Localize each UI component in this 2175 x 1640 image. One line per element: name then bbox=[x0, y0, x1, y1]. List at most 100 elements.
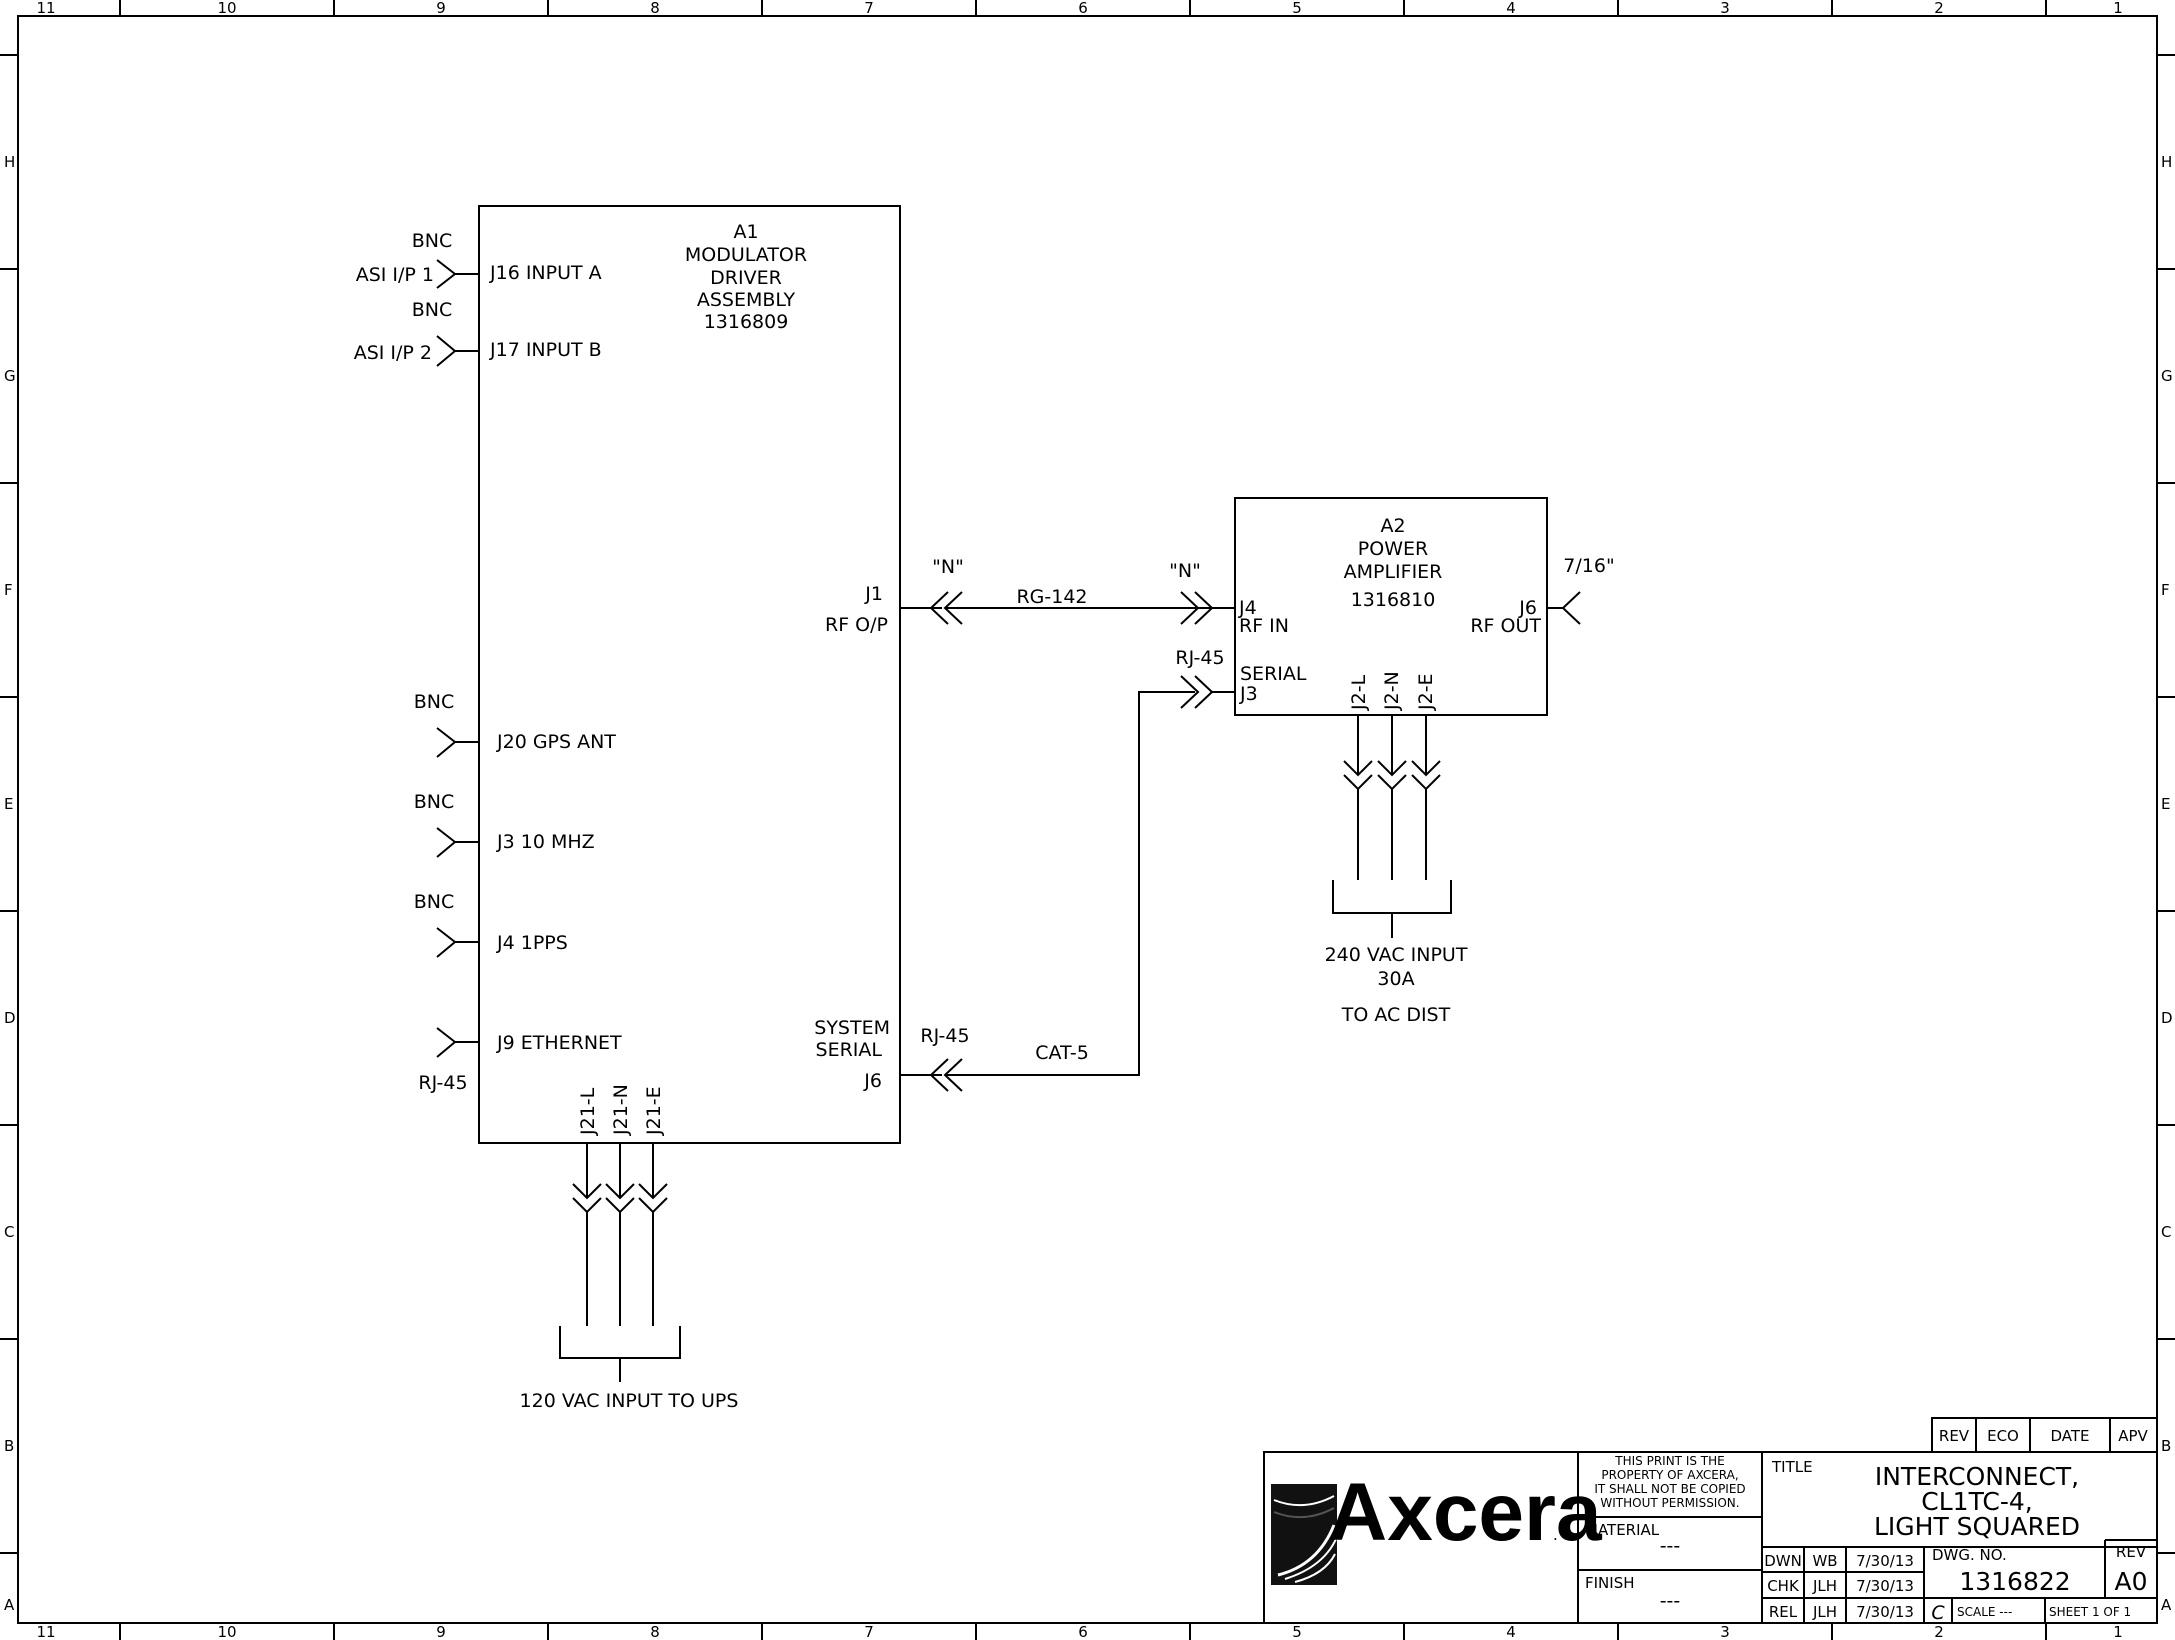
zone-letter: G bbox=[4, 367, 16, 385]
n-connector-label: "N" bbox=[932, 556, 964, 578]
zone-letter: E bbox=[2161, 795, 2170, 813]
zone-letter: F bbox=[4, 581, 13, 599]
rj45-label: RJ-45 bbox=[418, 1072, 467, 1094]
n-connector-label: "N" bbox=[1169, 560, 1201, 582]
zone-letter: G bbox=[2161, 367, 2173, 385]
ac-240-input-label: 240 VAC INPUT bbox=[1325, 944, 1468, 966]
material-label: MATERIAL bbox=[1585, 1521, 1660, 1539]
property-notice: THIS PRINT IS THE PROPERTY OF AXCERA, IT… bbox=[1594, 1454, 1745, 1510]
a2-title-line: 1316810 bbox=[1351, 589, 1436, 611]
a2-power-pin-label: J2-N bbox=[1381, 671, 1403, 711]
sign-date: 7/30/13 bbox=[1856, 1552, 1914, 1570]
zone-letter: B bbox=[2161, 1437, 2171, 1455]
a1-j6-label: J6 bbox=[863, 1070, 882, 1092]
zone-number: 10 bbox=[217, 0, 236, 17]
zone-letter: E bbox=[4, 795, 13, 813]
a1-title-line: 1316809 bbox=[704, 311, 789, 333]
a1-system-label: SYSTEM bbox=[814, 1017, 890, 1039]
a2-title-line: A2 bbox=[1380, 515, 1405, 537]
a1-modulator-block: A1 MODULATOR DRIVER ASSEMBLY 1316809 J16… bbox=[478, 205, 901, 1144]
axcera-logo: Axcera . bbox=[1271, 1467, 1603, 1585]
a2-power-pin-label: J2-E bbox=[1415, 673, 1437, 711]
zone-number: 3 bbox=[1720, 1623, 1730, 1640]
title-block: REV ECO DATE APV bbox=[1263, 1417, 2158, 1624]
serial-cable-cat5: RJ-45 CAT-5 RJ-45 bbox=[900, 647, 1235, 1092]
svg-text:IT SHALL NOT BE COPIED: IT SHALL NOT BE COPIED bbox=[1594, 1482, 1745, 1496]
scale-label: SCALE --- bbox=[1957, 1605, 2012, 1619]
dwg-no-label: DWG. NO. bbox=[1932, 1546, 2007, 1564]
a1-j4-label: J4 1PPS bbox=[496, 932, 568, 954]
initials: JLH bbox=[1812, 1603, 1837, 1621]
a1-power-pin-label: J21-N bbox=[610, 1084, 632, 1136]
sign-date: 7/30/13 bbox=[1856, 1577, 1914, 1595]
zone-letter: B bbox=[4, 1437, 14, 1455]
bnc-connector-j4 bbox=[436, 927, 479, 958]
zone-letter: H bbox=[4, 153, 15, 171]
bottom-zone-ticks bbox=[119, 1623, 2047, 1640]
a1-title-line: DRIVER bbox=[710, 267, 782, 289]
zone-number: 6 bbox=[1078, 1623, 1088, 1640]
a2-title-line: AMPLIFIER bbox=[1344, 561, 1443, 583]
bnc-label: BNC bbox=[412, 299, 453, 321]
zone-number: 2 bbox=[1934, 1623, 1944, 1640]
zone-letter: A bbox=[4, 1596, 15, 1614]
finish-value: --- bbox=[1660, 1590, 1681, 1612]
rj45-connector-j9 bbox=[436, 1027, 479, 1058]
a1-j20-label: J20 GPS ANT bbox=[496, 731, 616, 753]
zone-number: 1 bbox=[2113, 1623, 2123, 1640]
bnc-connector-j3 bbox=[436, 827, 479, 858]
sheet-count: SHEET 1 OF 1 bbox=[2049, 1605, 2131, 1619]
drawing-title-line: LIGHT SQUARED bbox=[1874, 1512, 2080, 1541]
date-header: DATE bbox=[2050, 1427, 2089, 1445]
sign-date: 7/30/13 bbox=[1856, 1603, 1914, 1621]
a1-power-connectors: 120 VAC INPUT TO UPS bbox=[520, 1143, 739, 1412]
zone-number: 5 bbox=[1292, 0, 1302, 17]
zone-letter: D bbox=[2161, 1009, 2173, 1027]
company-trademark-dot: . bbox=[1553, 1526, 1558, 1544]
a1-j16-label: J16 INPUT A bbox=[489, 262, 602, 284]
ac-120-input-label: 120 VAC INPUT TO UPS bbox=[520, 1390, 739, 1412]
right-zone-letters: H G F E D C B A bbox=[2161, 153, 2173, 1614]
a1-j9-label: J9 ETHERNET bbox=[496, 1032, 622, 1054]
zone-number: 7 bbox=[864, 1623, 874, 1640]
material-value: --- bbox=[1660, 1535, 1681, 1557]
initials: WB bbox=[1812, 1552, 1837, 1570]
top-zone-ticks bbox=[119, 0, 2047, 16]
a2-power-pin-label: J2-L bbox=[1348, 674, 1370, 711]
a1-j3-label: J3 10 MHZ bbox=[496, 831, 595, 853]
drawing-title-line: CL1TC-4, bbox=[1921, 1487, 2032, 1516]
role-label: CHK bbox=[1767, 1577, 1800, 1595]
logo-swirl-emblem bbox=[1271, 1484, 1337, 1585]
a1-rf-op-label: RF O/P bbox=[825, 614, 888, 636]
cat5-label: CAT-5 bbox=[1035, 1042, 1089, 1064]
drawing-number: 1316822 bbox=[1959, 1567, 2070, 1596]
a2-serial-label: SERIAL bbox=[1240, 663, 1307, 685]
zone-number: 4 bbox=[1506, 1623, 1516, 1640]
a2-rf-out-label: RF OUT bbox=[1470, 615, 1541, 637]
rf-out-connector-7-16: 7/16" bbox=[1547, 555, 1615, 625]
left-zone-letters: H G F E D C B A bbox=[4, 153, 16, 1614]
asi-input-2-label: ASI I/P 2 bbox=[354, 342, 432, 364]
ac-240-destination-label: TO AC DIST bbox=[1341, 1004, 1451, 1026]
zone-number: 3 bbox=[1720, 0, 1730, 17]
a2-power-amplifier-block: A2 POWER AMPLIFIER 1316810 J4 RF IN J6 R… bbox=[1234, 497, 1548, 716]
bnc-label: BNC bbox=[414, 691, 455, 713]
bnc-label: BNC bbox=[412, 230, 453, 252]
role-label: DWN bbox=[1764, 1552, 1802, 1570]
zone-number: 10 bbox=[217, 1623, 236, 1640]
bnc-connector-j20 bbox=[436, 727, 479, 758]
rf-cable-rg142: "N" RG-142 "N" bbox=[900, 556, 1235, 625]
bnc-label: BNC bbox=[414, 891, 455, 913]
rev-header: REV bbox=[1939, 1427, 1970, 1445]
a1-j1-label: J1 bbox=[864, 583, 883, 605]
zone-number: 2 bbox=[1934, 0, 1944, 17]
initials: JLH bbox=[1812, 1577, 1837, 1595]
zone-letter: C bbox=[2161, 1223, 2171, 1241]
zone-letter: A bbox=[2161, 1596, 2172, 1614]
zone-letter: C bbox=[4, 1223, 14, 1241]
zone-number: 9 bbox=[436, 0, 446, 17]
a1-power-pin-label: J21-L bbox=[577, 1087, 599, 1136]
zone-number: 8 bbox=[650, 0, 660, 17]
a1-input-connectors: BNC ASI I/P 1 BNC ASI I/P 2 BNC BNC BNC … bbox=[354, 230, 479, 1094]
